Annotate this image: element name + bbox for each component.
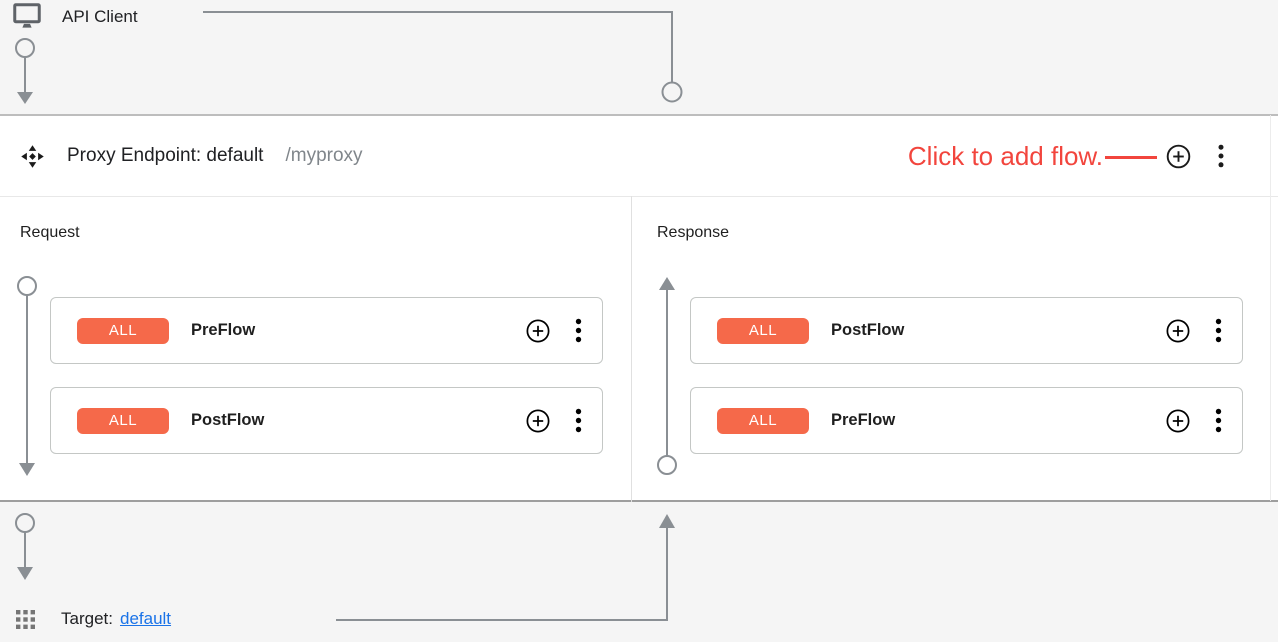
condition-badge: ALL — [717, 317, 809, 344]
add-flow-annotation: Click to add flow. — [908, 141, 1165, 172]
add-circle-icon[interactable] — [1165, 143, 1192, 170]
flow-name: PostFlow — [831, 321, 905, 339]
response-preflow-card[interactable]: ALL PreFlow — [690, 387, 1243, 454]
request-preflow-card[interactable]: ALL PreFlow — [50, 297, 603, 364]
api-client: API Client — [12, 2, 138, 32]
target-default-link[interactable]: default — [119, 609, 172, 628]
kebab-menu-icon[interactable] — [575, 318, 582, 343]
add-policy-icon[interactable] — [1165, 408, 1191, 434]
kebab-menu-icon[interactable] — [1215, 408, 1222, 433]
proxy-endpoint-basepath: /myproxy — [285, 145, 363, 166]
response-column-label: Response — [657, 224, 730, 241]
condition-badge: ALL — [77, 317, 169, 344]
flow-name: PreFlow — [831, 411, 896, 429]
panel-right-edge-line — [1270, 115, 1271, 501]
annotation-pointer-line — [1105, 155, 1157, 159]
add-policy-icon[interactable] — [525, 318, 551, 344]
monitor-icon — [12, 2, 42, 32]
condition-badge: ALL — [77, 407, 169, 434]
flow-name: PostFlow — [191, 411, 265, 429]
kebab-menu-icon[interactable] — [1218, 144, 1224, 168]
move-icon[interactable] — [20, 144, 45, 169]
api-client-label: API Client — [62, 7, 138, 26]
annotation-text: Click to add flow. — [907, 140, 1103, 171]
response-postflow-card[interactable]: ALL PostFlow — [690, 297, 1243, 364]
flow-name: PreFlow — [191, 321, 256, 339]
add-policy-icon[interactable] — [525, 408, 551, 434]
condition-badge: ALL — [717, 407, 809, 434]
kebab-menu-icon[interactable] — [575, 408, 582, 433]
proxy-endpoint-title: Proxy Endpoint: default — [67, 145, 264, 166]
add-policy-icon[interactable] — [1165, 318, 1191, 344]
request-column-label: Request — [20, 224, 80, 241]
target-row: Target: default — [16, 609, 171, 629]
proxy-endpoint-header: Proxy Endpoint: default /myproxy Click t… — [0, 116, 1278, 197]
request-response-divider — [631, 196, 632, 502]
request-postflow-card[interactable]: ALL PostFlow — [50, 387, 603, 454]
kebab-menu-icon[interactable] — [1215, 318, 1222, 343]
grid-icon — [16, 609, 35, 629]
target-label: Target: — [61, 609, 113, 628]
